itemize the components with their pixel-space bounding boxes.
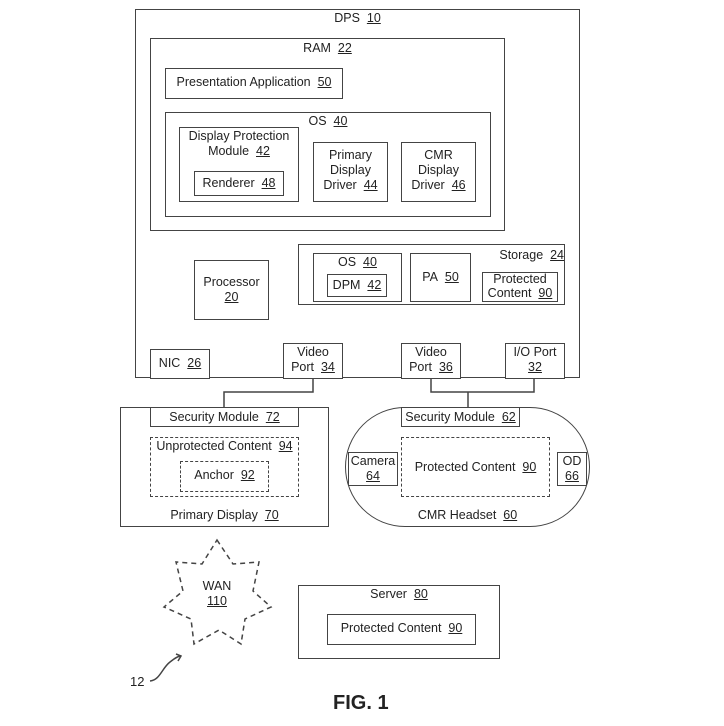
od-label: OD 66 <box>562 454 582 483</box>
storage-pa-box <box>410 253 471 302</box>
ram-label: RAM 22 <box>303 41 352 55</box>
storage-protected-content-label: Protected Content 90 <box>487 272 553 300</box>
presentation-application-label: Presentation Application 50 <box>176 75 332 89</box>
headset-protected-content-label: Protected Content 90 <box>414 460 537 474</box>
security-module-72-box <box>150 407 299 427</box>
primary-display-driver-label: Primary Display Driver 44 <box>323 148 378 192</box>
cmr-headset-label: CMR Headset 60 <box>417 508 518 522</box>
presentation-application-box <box>165 68 343 99</box>
nic-box <box>150 349 210 379</box>
headset-protected-content-box <box>401 437 550 497</box>
primary-display-driver-box <box>313 142 388 202</box>
video-port-34-box <box>283 343 343 379</box>
od-box <box>557 452 587 486</box>
nic-label: NIC 26 <box>158 356 202 370</box>
storage-protected-content-box <box>482 272 558 302</box>
dps-label: DPS 10 <box>334 11 381 25</box>
server-protected-content-box <box>327 614 476 645</box>
primary-display-label: Primary Display 70 <box>170 508 279 522</box>
camera-label: Camera 64 <box>350 454 396 483</box>
storage-pa-label: PA 50 <box>422 270 459 284</box>
storage-dpm-label: DPM 42 <box>332 278 382 292</box>
server-protected-content-label: Protected Content 90 <box>340 621 463 635</box>
security-module-62-label: Security Module 62 <box>405 410 516 424</box>
storage-os-label: OS 40 <box>338 255 377 269</box>
storage-dpm-box <box>327 274 387 297</box>
security-module-72-label: Security Module 72 <box>169 410 280 424</box>
camera-box <box>348 452 398 486</box>
ref-12-arrow <box>149 655 182 682</box>
video-port-36-box <box>401 343 461 379</box>
cmr-display-driver-box <box>401 142 476 202</box>
storage-label: Storage 24 <box>499 248 564 262</box>
security-module-62-box <box>401 407 520 427</box>
video-port-36-label: Video Port 36 <box>409 345 453 374</box>
figure-label: FIG. 1 <box>333 692 389 714</box>
io-port-label: I/O Port 32 <box>513 345 557 374</box>
io-port-box <box>505 343 565 379</box>
wan-label: WAN 110 <box>202 579 232 608</box>
video34-display-link <box>223 378 314 408</box>
headset-link <box>430 378 535 393</box>
os-label: OS 40 <box>308 114 348 128</box>
server-label: Server 80 <box>370 587 428 601</box>
renderer-label: Renderer 48 <box>202 176 276 190</box>
cmr-display-driver-label: CMR Display Driver 46 <box>411 148 466 192</box>
renderer-box <box>194 171 284 196</box>
display-protection-module-label: Display Protection Module 42 <box>188 129 290 158</box>
unprotected-content-label: Unprotected Content 94 <box>156 439 293 453</box>
system-reference-label: 12 <box>130 674 145 689</box>
video-port-34-label: Video Port 34 <box>291 345 335 374</box>
processor-label: Processor 20 <box>203 275 260 304</box>
anchor-label: Anchor 92 <box>194 468 255 482</box>
wan-cloud-shape <box>162 538 273 646</box>
processor-box <box>194 260 269 320</box>
anchor-box <box>180 461 269 492</box>
